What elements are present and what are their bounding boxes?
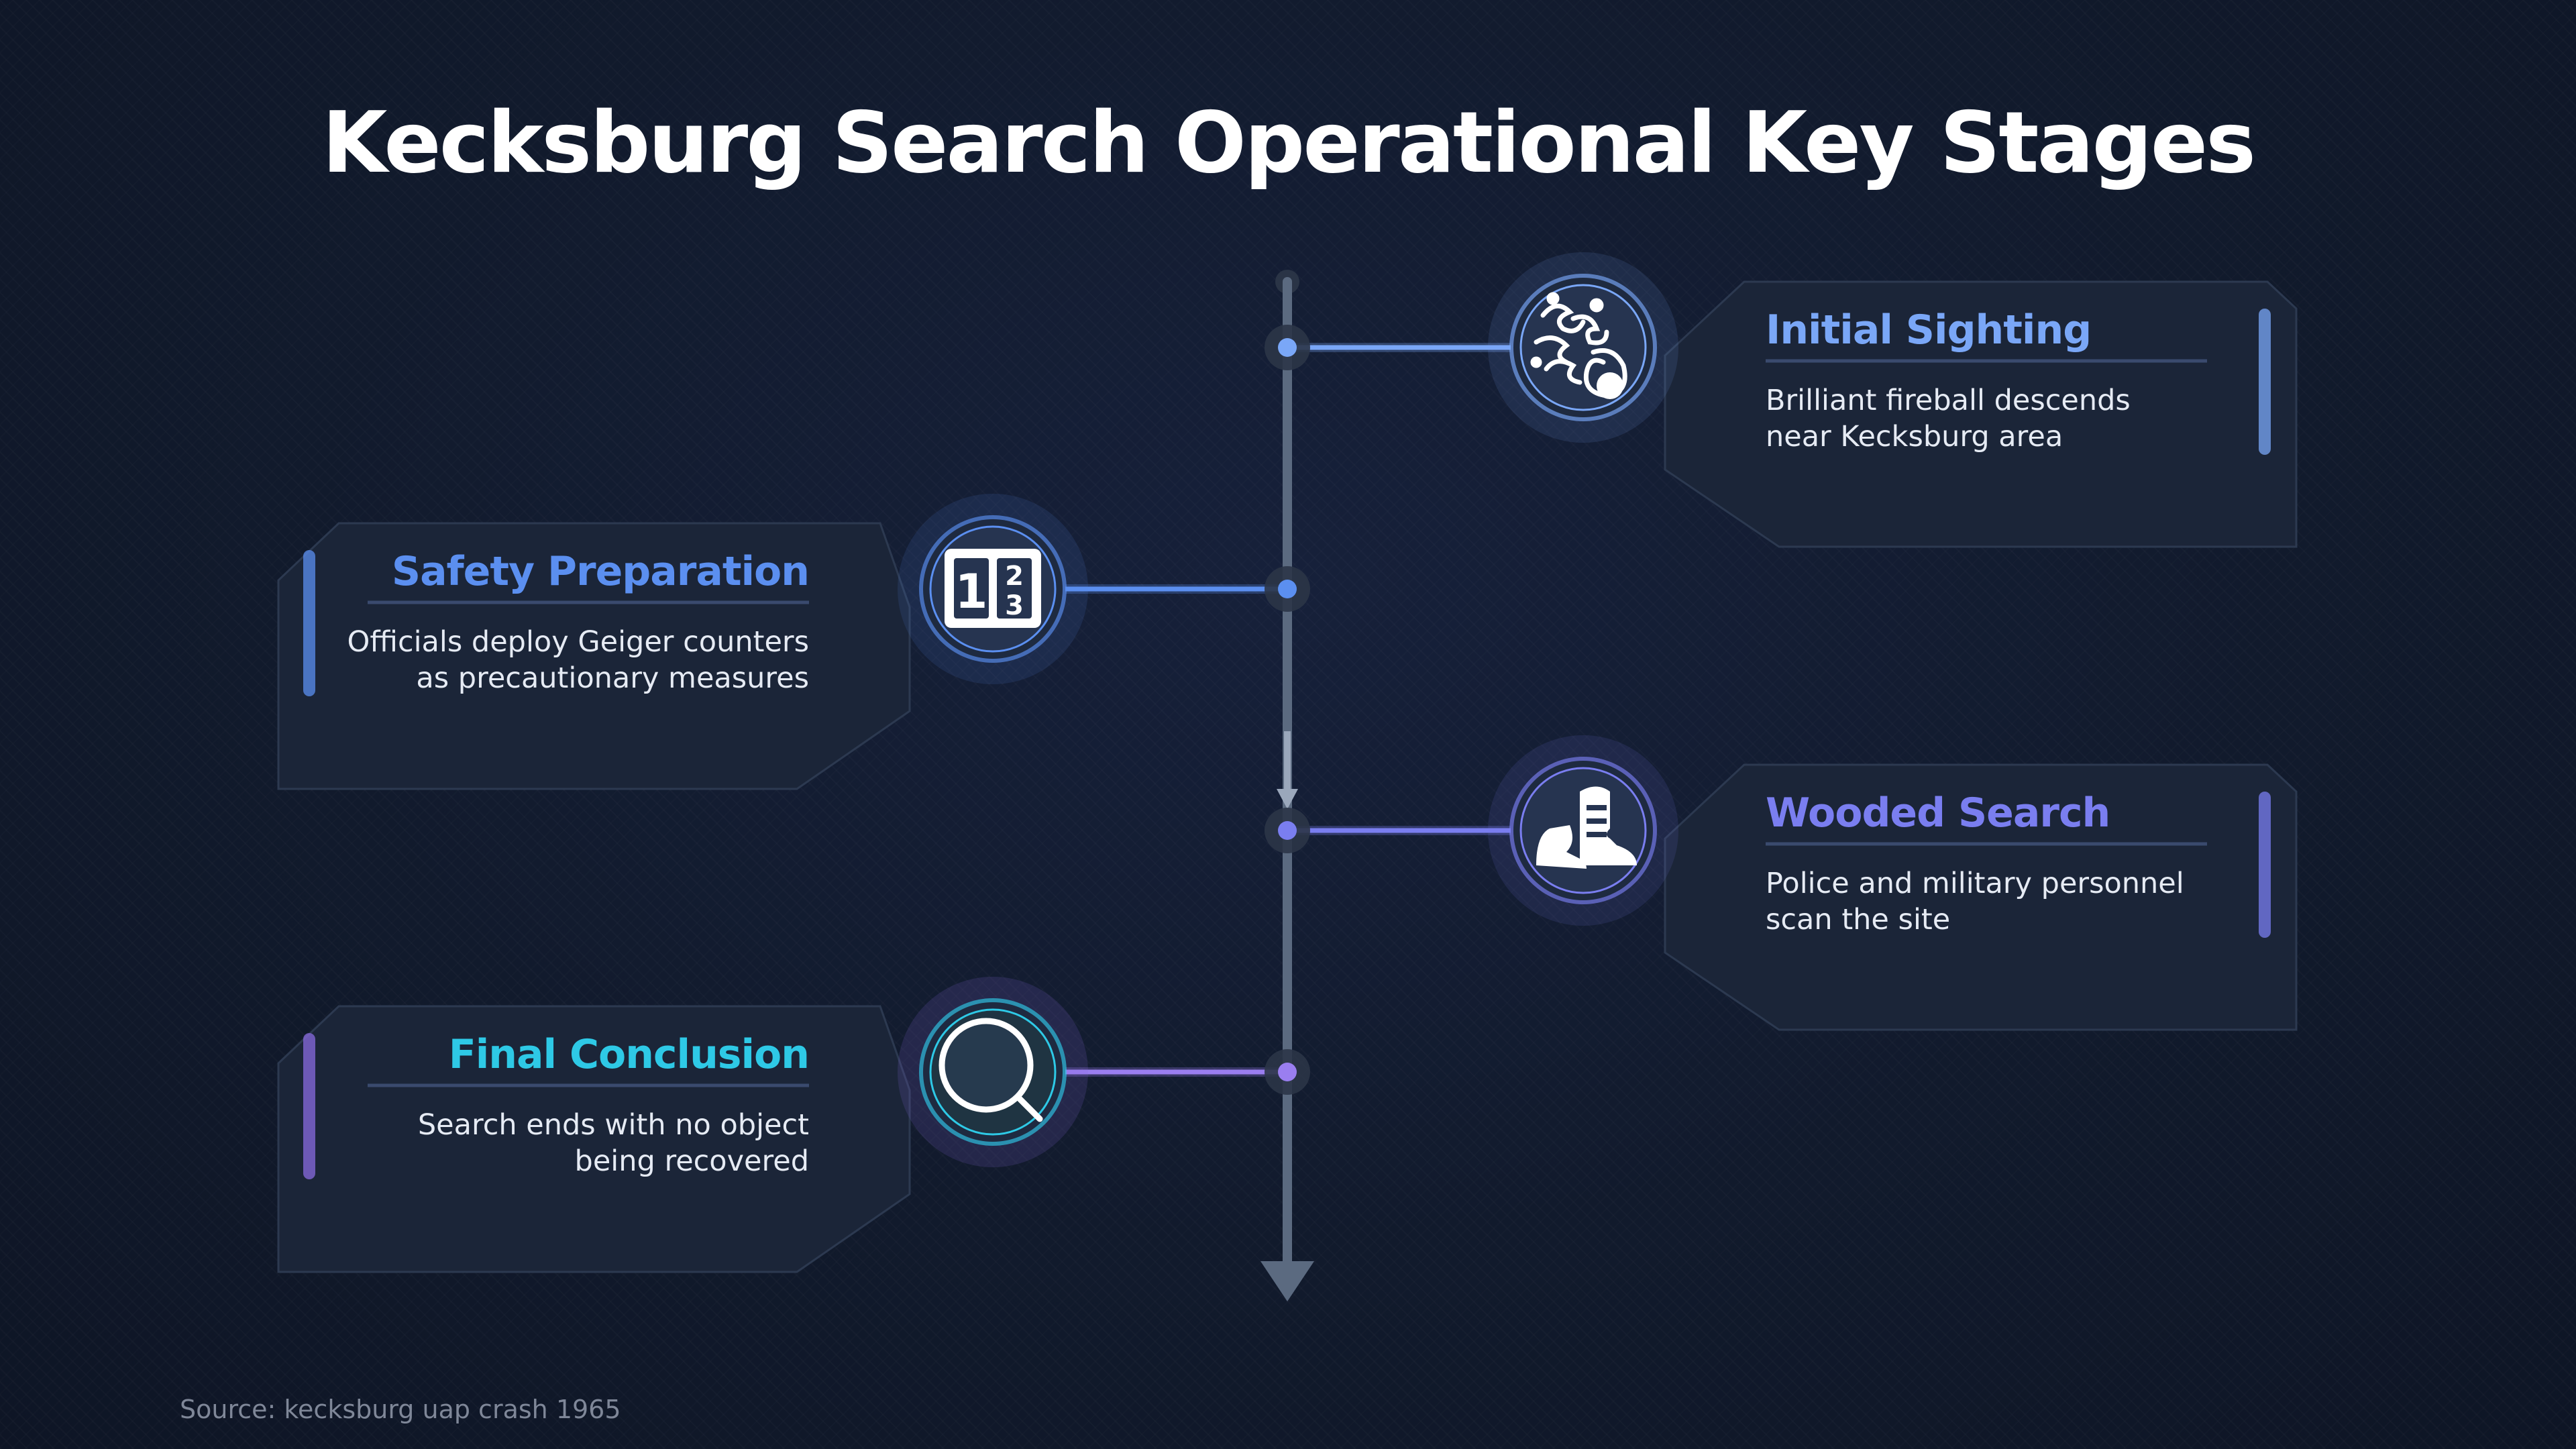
page-title: Kecksburg Search Operational Key Stages: [321, 93, 2256, 192]
connector-node: [1278, 580, 1297, 598]
stage-description-initial-sighting: Brilliant fireball descends near Kecksbu…: [1766, 384, 2131, 453]
stage-title-wooded-search: Wooded Search: [1766, 790, 2110, 837]
stage-accent-bar: [303, 550, 315, 696]
stage-description-final-conclusion: Search ends with no object being recover…: [417, 1108, 809, 1178]
source-note: Source: kecksburg uap crash 1965: [180, 1395, 621, 1424]
stage-card: [277, 1005, 911, 1273]
connector-node: [1278, 821, 1297, 840]
stage-card: [1664, 280, 2298, 548]
stage-accent-bar: [2259, 309, 2271, 455]
svg-text:3: 3: [1005, 590, 1024, 621]
fireball-icon: [1530, 292, 1627, 399]
search-boots-icon: [1536, 786, 1637, 869]
timeline-mid-arrow-head: [1277, 789, 1298, 809]
timeline-end-arrow: [1260, 1261, 1314, 1301]
connector-node: [1278, 1063, 1297, 1081]
stage-title-safety-preparation: Safety Preparation: [391, 548, 810, 595]
stage-accent-bar: [2259, 792, 2271, 938]
stage-accent-bar: [303, 1033, 315, 1179]
stage-title-initial-sighting: Initial Sighting: [1766, 307, 2092, 354]
stage-card: [1664, 763, 2298, 1031]
connector-node: [1278, 338, 1297, 357]
magnifier-icon: [938, 1018, 1043, 1122]
svg-text:1: 1: [955, 564, 988, 619]
stage-description-wooded-search: Police and military personnel scan the s…: [1766, 867, 2184, 936]
numbered-checklist-icon: 1 2 3: [945, 549, 1041, 628]
stage-title-final-conclusion: Final Conclusion: [448, 1031, 810, 1078]
stage-description-safety-preparation: Officials deploy Geiger counters as prec…: [347, 625, 809, 695]
svg-text:2: 2: [1005, 561, 1024, 592]
stage-card: [277, 522, 911, 790]
